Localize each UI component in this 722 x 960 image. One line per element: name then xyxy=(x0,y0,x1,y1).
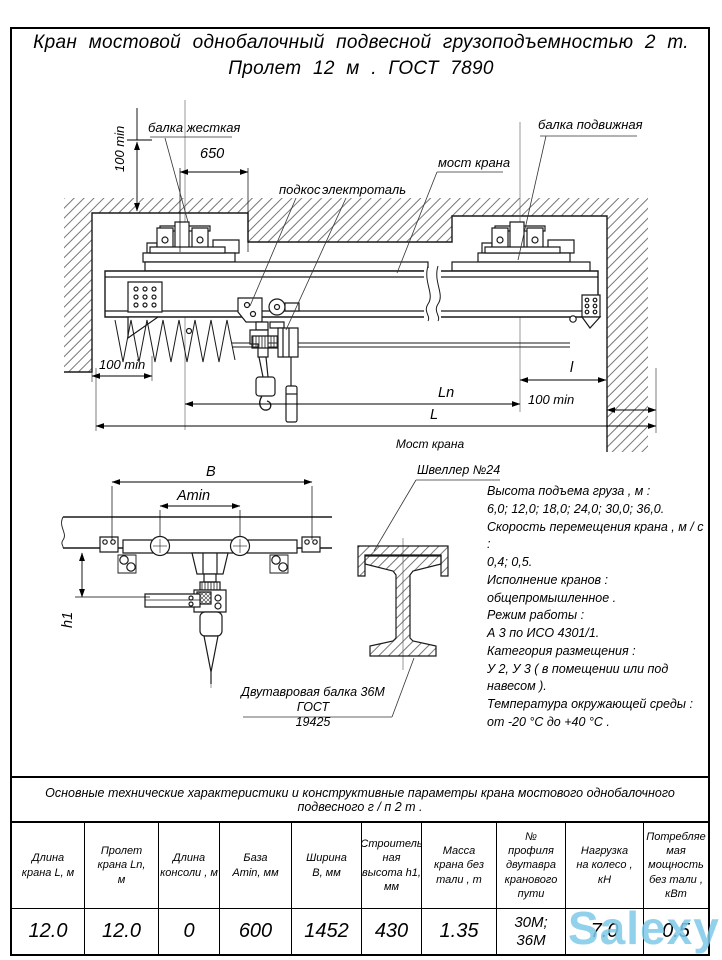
col-header-span: Пролет крана Ln, м xyxy=(85,823,159,909)
dim-650-label: 650 xyxy=(200,146,225,162)
ceiling-hatch xyxy=(64,198,648,452)
table-caption-band: Основные технические характеристики и ко… xyxy=(10,776,710,821)
dim-Amin-label: Amin xyxy=(177,488,211,504)
movable-beam-label: балка подвижная xyxy=(538,117,643,132)
dimensions-main xyxy=(91,108,657,429)
col-header-width: Ширина B, мм xyxy=(292,823,362,909)
rigid-beam-label: балка жесткая xyxy=(148,120,241,135)
col-header-console-length: Длина консоли , м xyxy=(159,823,220,909)
watermark: Salexy xyxy=(568,902,720,954)
leader-lines xyxy=(150,136,637,330)
value-wheel-load: 7.0 xyxy=(566,909,644,954)
value-span: 12.0 xyxy=(85,909,159,954)
value-width: 1452 xyxy=(292,909,362,954)
drawing-title-line1: Кран мостовой однобалочный подвесной гру… xyxy=(33,32,689,53)
value-build-height: 430 xyxy=(362,909,422,954)
runway-beam-right xyxy=(452,262,590,271)
festoon-cable xyxy=(115,320,235,362)
channel-profile xyxy=(358,546,448,576)
ibeam-gost-label: Двутавровая балка 36М ГОСТ 19425 xyxy=(241,685,385,729)
parameters-table: Длина крана L, м Пролет крана Ln, м Длин… xyxy=(10,821,710,956)
brace-label: подкос xyxy=(279,182,321,197)
col-header-mass: Масса крана без тали , т xyxy=(422,823,497,909)
dim-ln-label: Ln xyxy=(438,385,455,401)
hoist-label: электроталь xyxy=(322,182,407,197)
ibeam-section xyxy=(243,480,500,717)
bridge-caption: Мост крана xyxy=(395,437,465,451)
runway-beam-left xyxy=(145,262,428,271)
section-view xyxy=(62,479,332,688)
dim-B-label: B xyxy=(206,464,216,480)
dim-l-label: l xyxy=(570,360,574,376)
col-header-build-height: Строитель ная высота h1, мм xyxy=(360,823,423,909)
hoist-main-view xyxy=(238,298,299,422)
dim-h1-label: h1 xyxy=(60,611,76,628)
dim-100min-right-label: 100 min xyxy=(528,392,575,407)
table-caption-text: Основные технические характеристики и ко… xyxy=(45,785,675,814)
bridge-beam xyxy=(105,266,600,347)
col-header-wheel-load: Нагрузка на колесо , кН xyxy=(566,823,644,909)
dim-L-label: L xyxy=(430,407,439,423)
trolley-right xyxy=(478,222,574,262)
drawing-title-line2: Пролет 12 м . ГОСТ 7890 xyxy=(228,58,494,79)
main-view xyxy=(64,100,657,452)
dim-100min-left-label: 100 min xyxy=(99,357,146,372)
col-header-base: База Amin, мм xyxy=(220,823,292,909)
dim-100min-top-label: 100 min xyxy=(112,125,127,172)
value-mass: 1.35 xyxy=(422,909,497,954)
bridge-label: мост крана xyxy=(438,155,511,170)
ibeam-profile xyxy=(365,556,441,656)
col-header-power: Потребляе мая мощность без тали , кВт xyxy=(644,823,708,909)
trolley-left xyxy=(143,222,239,262)
channel-label: Швеллер №24 xyxy=(417,463,501,477)
col-header-profile: № профиля двутавра кранового пути xyxy=(497,823,566,909)
value-profile: 30М; 36М xyxy=(497,909,566,954)
value-crane-length: 12.0 xyxy=(12,909,85,954)
specifications-text: Высота подъема груза , м : 6,0; 12,0; 18… xyxy=(487,484,704,729)
value-base: 600 xyxy=(220,909,292,954)
value-console-length: 0 xyxy=(159,909,220,954)
value-power: 0.5 xyxy=(662,920,690,942)
col-header-crane-length: Длина крана L, м xyxy=(12,823,85,909)
